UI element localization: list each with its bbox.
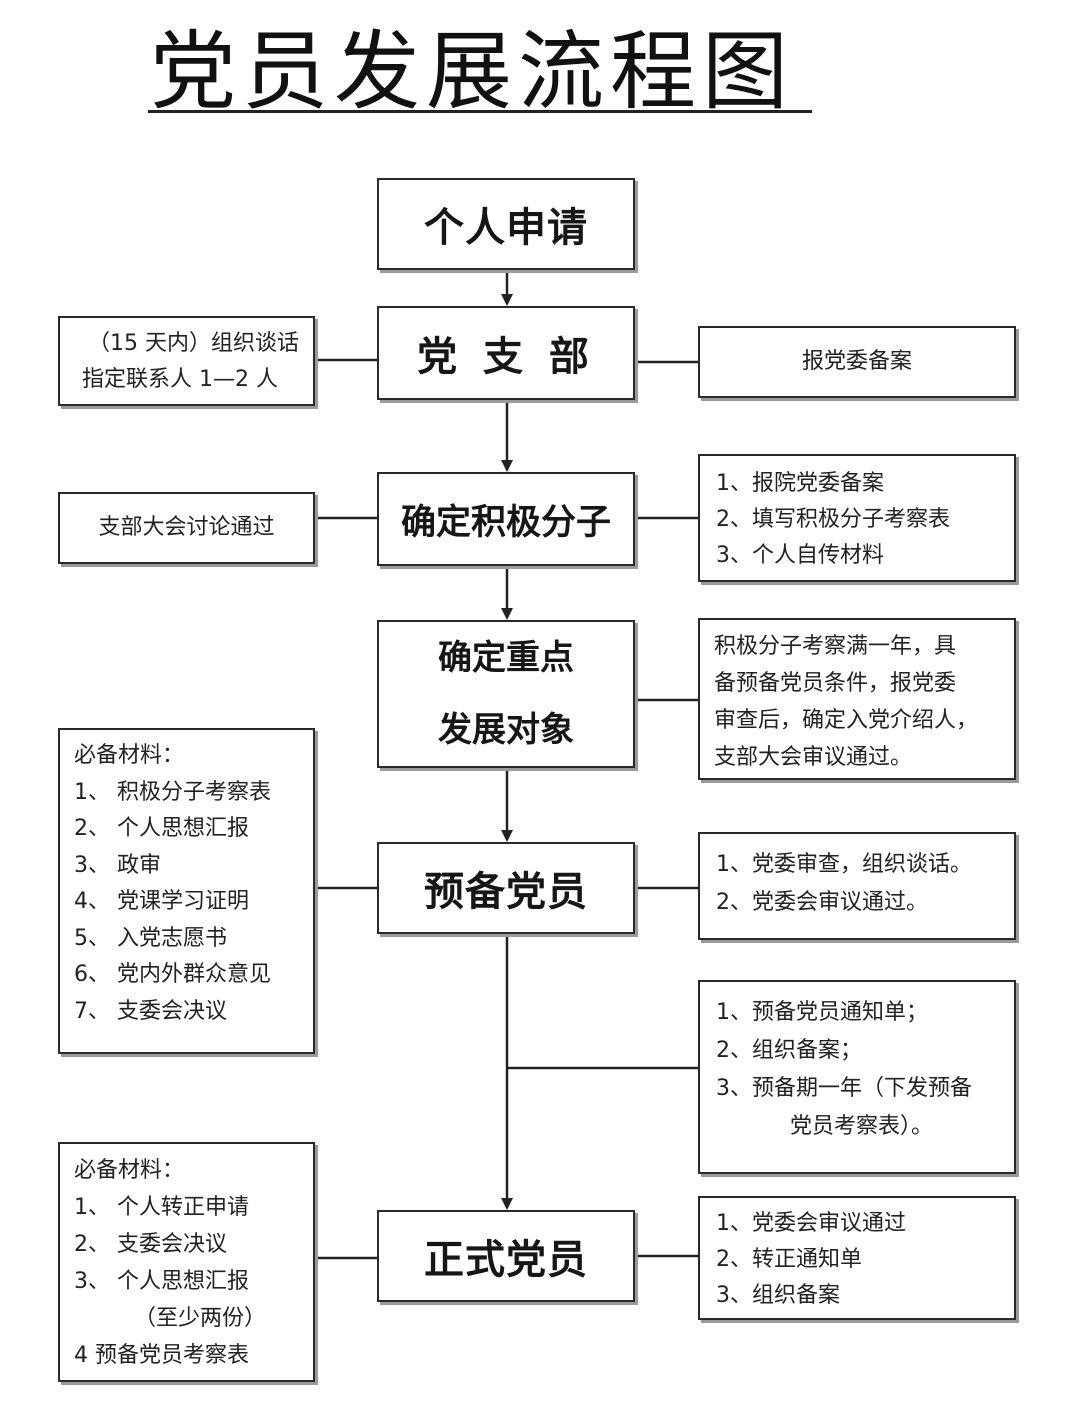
note-line: 2、填写积极分子考察表 [716, 507, 950, 532]
activist-left-note: 支部大会讨论通过 [58, 492, 315, 564]
note-line: 2、组织备案； [716, 1038, 862, 1063]
material-item: 5、 入党志愿书 [74, 925, 227, 951]
branch-right-note: 报党委备案 [698, 326, 1016, 398]
note-line: 1、预备党员通知单； [716, 1000, 928, 1025]
material-item: 4 预备党员考察表 [74, 1343, 249, 1368]
material-item: 2、 个人思想汇报 [74, 816, 249, 841]
step-label: 确定积极分子 [400, 502, 611, 543]
note-line: 3、个人自传材料 [716, 543, 884, 568]
note-line: 1、党委审查，组织谈话。 [716, 852, 972, 877]
note-line: 3、组织备案 [716, 1283, 840, 1308]
note-line: （15 天内）组织谈话 [88, 331, 299, 356]
key-target-right-note: 积极分子考察满一年，具 备预备党员条件，报党委 审查后，确定入党介绍人， 支部大… [698, 618, 1016, 780]
step-key-development-target: 确定重点 发展对象 [377, 620, 635, 768]
diagram-title: 党员发展流程图 [150, 22, 794, 122]
step-label-line1: 确定重点 [438, 638, 574, 678]
material-item: 2、 支委会决议 [74, 1232, 227, 1257]
note-line: 报党委备案 [801, 349, 912, 374]
material-item: 3、 政审 [74, 852, 161, 878]
note-line: 备预备党员条件，报党委 [714, 671, 957, 696]
activist-right-note: 1、报院党委备案 2、填写积极分子考察表 3、个人自传材料 [698, 454, 1016, 582]
note-line: 3、预备期一年（下发预备 [716, 1076, 972, 1101]
note-line: 2、党委会审议通过。 [716, 890, 928, 915]
title-underline [148, 110, 812, 113]
step-label: 正式党员 [424, 1237, 588, 1283]
material-item: 6、 党内外群众意见 [74, 962, 271, 987]
step-label: 预备党员 [424, 869, 588, 915]
note-line: 党员考察表）。 [790, 1114, 934, 1139]
note-line: 支部大会讨论通过 [98, 515, 275, 540]
materials-heading: 必备材料： [74, 1158, 185, 1183]
materials-heading: 必备材料： [74, 743, 185, 768]
step-activist: 确定积极分子 [377, 472, 635, 566]
note-line: 1、党委会审议通过 [716, 1211, 906, 1236]
material-item: 1、 个人转正申请 [74, 1195, 249, 1220]
note-line: 2、转正通知单 [716, 1247, 862, 1272]
step-personal-application: 个人申请 [377, 178, 635, 270]
note-line: 支部大会审议通过。 [714, 745, 913, 770]
step-party-branch: 党 支 部 [377, 306, 635, 400]
step-label-line2: 发展对象 [438, 710, 574, 750]
full-member-required-materials: 必备材料： 1、 个人转正申请 2、 支委会决议 3、 个人思想汇报 （至少两份… [58, 1142, 315, 1382]
material-item: 7、 支委会决议 [74, 998, 227, 1024]
probation-period-note: 1、预备党员通知单； 2、组织备案； 3、预备期一年（下发预备 党员考察表）。 [698, 980, 1016, 1174]
material-item: 3、 个人思想汇报 [74, 1269, 249, 1294]
full-member-right-note: 1、党委会审议通过 2、转正通知单 3、组织备案 [698, 1196, 1016, 1320]
note-line: 指定联系人 1—2 人 [82, 367, 278, 392]
probationary-required-materials: 必备材料： 1、 积极分子考察表 2、 个人思想汇报 3、 政审 4、 党课学习… [58, 728, 315, 1054]
step-probationary-member: 预备党员 [377, 842, 635, 934]
material-item: （至少两份） [134, 1306, 267, 1331]
probationary-right-note: 1、党委审查，组织谈话。 2、党委会审议通过。 [698, 832, 1016, 940]
step-label: 党 支 部 [417, 334, 595, 380]
note-line: 积极分子考察满一年，具 [714, 634, 957, 659]
step-full-member: 正式党员 [377, 1210, 635, 1302]
note-line: 审查后，确定入党介绍人， [714, 708, 979, 733]
branch-left-note: （15 天内）组织谈话 指定联系人 1—2 人 [58, 316, 315, 406]
material-item: 4、 党课学习证明 [74, 889, 249, 914]
step-label: 个人申请 [424, 205, 588, 251]
material-item: 1、 积极分子考察表 [74, 779, 271, 805]
note-line: 1、报院党委备案 [716, 471, 884, 496]
